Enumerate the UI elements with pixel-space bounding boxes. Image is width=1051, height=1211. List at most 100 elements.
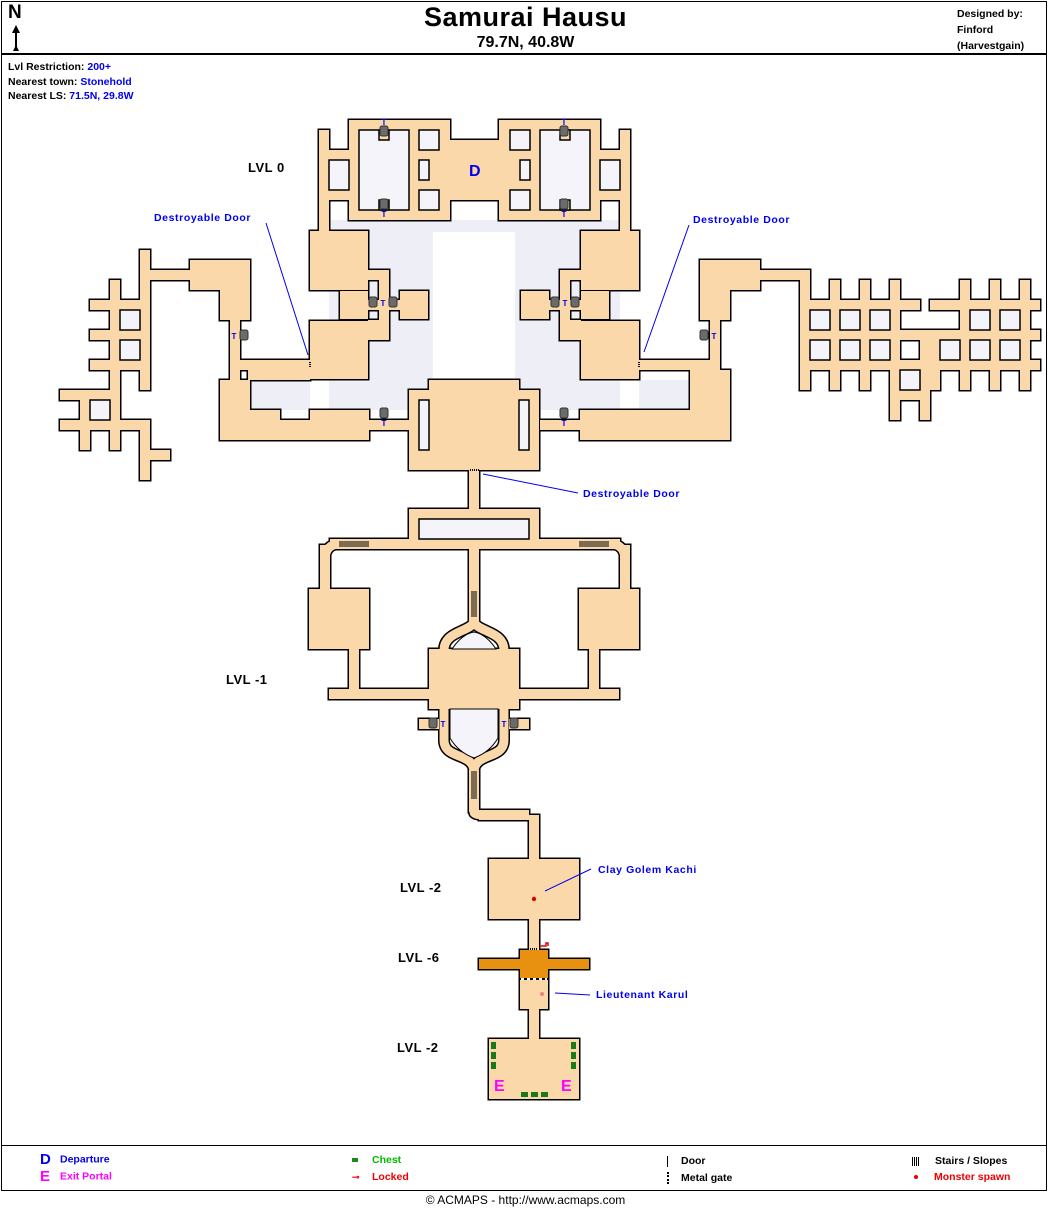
room-floor — [581, 291, 609, 319]
room-floor — [429, 649, 519, 709]
room-floor — [581, 231, 639, 290]
wall-void — [509, 129, 531, 151]
wall-void — [119, 309, 141, 331]
legend-chest: Chest — [352, 1154, 401, 1166]
wall-void — [519, 159, 531, 181]
room-floor — [930, 330, 940, 390]
room-floor — [140, 250, 150, 390]
north-indicator: N — [8, 3, 28, 51]
room-floor — [540, 420, 580, 430]
room-floor — [310, 231, 368, 290]
room-floor — [700, 290, 730, 320]
chest-icon — [571, 1052, 576, 1059]
room-floor — [320, 545, 330, 590]
legend-metal-gate: Metal gate — [665, 1172, 732, 1185]
room-floor — [140, 420, 150, 480]
door-icon — [667, 1155, 669, 1167]
info-nearest-town: Nearest town: Stonehold — [8, 75, 132, 88]
wall-void — [119, 339, 141, 361]
room-floor — [560, 270, 589, 280]
stairs-icon — [912, 1156, 920, 1166]
room-floor — [700, 260, 760, 290]
wall-void — [451, 631, 497, 650]
wall-void — [418, 159, 430, 181]
room-floor — [890, 280, 900, 420]
wall-void — [449, 708, 499, 759]
room-floor — [80, 390, 90, 450]
wall-void — [518, 399, 530, 451]
wall-void — [839, 339, 861, 361]
room-floor — [479, 810, 529, 820]
room-floor — [368, 300, 400, 310]
chest-icon — [571, 1042, 576, 1049]
legend-locked: ⊸Locked — [352, 1171, 409, 1183]
room-floor — [620, 545, 630, 590]
wall-void — [89, 399, 111, 421]
room-floor — [429, 380, 519, 390]
key-icon — [540, 942, 549, 947]
legend-monster-spawn: Monster spawn — [912, 1171, 1010, 1183]
wall-void — [539, 129, 591, 211]
wall-void — [969, 339, 991, 361]
level-label: LVL 0 — [248, 160, 285, 175]
annotation-destroyable-door: Destroyable Door — [693, 214, 790, 226]
metal-gate-icon — [667, 1172, 670, 1185]
statue-label: T — [381, 299, 386, 308]
level-label: LVL -2 — [400, 880, 442, 895]
wall-void — [939, 339, 961, 361]
legend-stairs: Stairs / Slopes — [912, 1155, 1007, 1167]
room-floor — [860, 280, 870, 390]
statue-label: T — [712, 332, 717, 341]
wall-void — [899, 369, 921, 391]
corridor-floor — [609, 539, 630, 561]
chest-icon — [491, 1042, 496, 1049]
annotation-leader — [265, 222, 309, 356]
statue-label: T — [502, 720, 507, 729]
legend-divider — [1, 1145, 1047, 1146]
room-floor — [449, 140, 500, 200]
departure-marker: D — [469, 163, 481, 180]
chest-icon — [491, 1052, 496, 1059]
statue-icon — [428, 717, 438, 729]
header-divider — [1, 53, 1047, 55]
room-floor — [529, 815, 539, 860]
room-floor — [529, 1009, 539, 1040]
info-panel: Lvl Restriction: 200+ Nearest town: Ston… — [8, 60, 133, 104]
chest-icon — [521, 1092, 528, 1097]
room-floor — [620, 410, 700, 440]
exit-portal-marker: E — [494, 1078, 505, 1095]
room-floor — [110, 280, 120, 450]
statue-label: T — [563, 299, 568, 308]
designer-line: Designed by: — [957, 8, 1023, 20]
level-label: LVL -1 — [226, 672, 268, 687]
designer-line: Finford — [957, 24, 994, 36]
room-floor — [240, 360, 310, 370]
statue-icon — [379, 407, 389, 419]
room-floor — [309, 589, 369, 649]
room-floor — [248, 370, 310, 380]
room-floor — [360, 270, 389, 280]
room-floor — [930, 300, 1040, 310]
north-label: N — [8, 2, 22, 23]
annotation-leader — [554, 992, 591, 996]
room-floor — [60, 420, 150, 430]
statue-icon — [388, 296, 398, 308]
key-icon: ⊸ — [352, 1171, 360, 1182]
statue-icon — [699, 329, 709, 341]
room-floor — [469, 770, 479, 812]
wall-void — [418, 189, 440, 211]
statue-label: T — [441, 720, 446, 729]
room-floor — [489, 1039, 579, 1099]
courtyard-area — [250, 380, 310, 410]
map-title: Samurai Hausu — [423, 2, 628, 32]
map-coordinates: 79.7N, 40.8W — [476, 34, 575, 51]
room-floor — [521, 291, 549, 319]
designer-credit: Designed by: Finford (Harvestgain) — [957, 6, 1024, 54]
room-floor — [310, 321, 368, 379]
room-floor — [310, 410, 369, 440]
room-floor — [220, 290, 250, 320]
annotation-destroyable-door: Destroyable Door — [154, 212, 251, 224]
wall-void — [869, 339, 891, 361]
exit-portal-marker: E — [561, 1078, 572, 1095]
